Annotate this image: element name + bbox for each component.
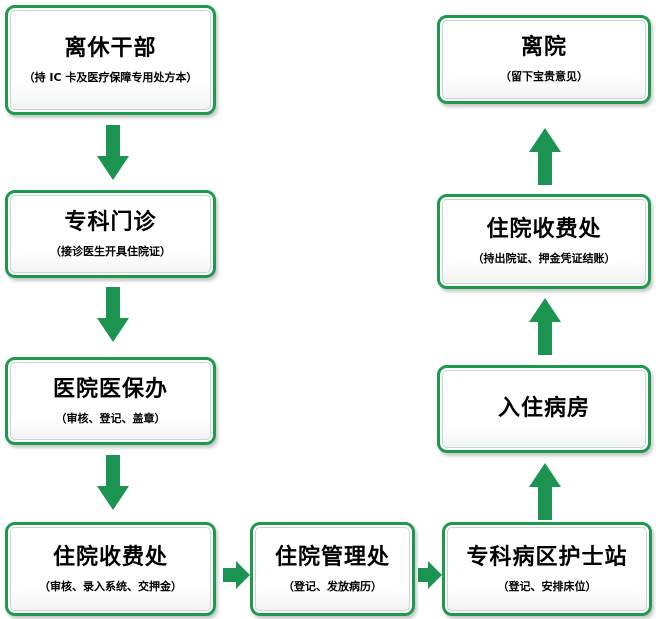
arrow-right-2 — [418, 561, 442, 589]
node-subtitle: （留下宝贵意见） — [500, 70, 588, 83]
node-discharge-cashier: 住院收费处 （持出院证、押金凭证结账） — [437, 194, 651, 289]
node-nurse-station: 专科病区护士站 （登记、安排床位） — [442, 522, 652, 616]
node-subtitle: （持出院证、押金凭证结账） — [472, 252, 616, 265]
arrow-right-1 — [223, 561, 250, 589]
node-subtitle: （登记、安排床位） — [497, 579, 597, 593]
node-inpatient-admin: 住院管理处 （登记、发放病历） — [250, 522, 415, 616]
node-subtitle: （持 IC 卡及医疗保障专用处方本） — [23, 70, 198, 84]
node-title: 住院收费处 — [52, 544, 168, 570]
node-subtitle: （审核、登记、盖章） — [55, 411, 166, 425]
node-specialist-outpatient: 专科门诊 （接诊医生开具住院证） — [5, 190, 216, 278]
arrow-down-1 — [97, 125, 129, 180]
node-retired-cadre: 离休干部 （持 IC 卡及医疗保障专用处方本） — [5, 5, 216, 115]
node-title: 入住病房 — [497, 396, 590, 421]
arrow-down-2 — [97, 287, 129, 342]
node-title: 住院管理处 — [274, 544, 390, 570]
arrow-up-3 — [529, 128, 561, 185]
arrow-up-2 — [529, 298, 561, 355]
node-title: 专科门诊 — [64, 209, 157, 235]
node-title: 住院收费处 — [486, 217, 602, 242]
arrow-up-1 — [529, 463, 561, 520]
node-title: 医院医保办 — [52, 376, 168, 402]
node-discharge: 离院 （留下宝贵意见） — [437, 15, 651, 104]
node-subtitle: （接诊医生开具住院证） — [50, 244, 171, 258]
node-title: 离休干部 — [64, 35, 157, 61]
node-title: 离院 — [520, 35, 567, 60]
node-title: 专科病区护士站 — [466, 544, 628, 570]
node-ward: 入住病房 — [437, 365, 651, 453]
node-subtitle: （登记、发放病历） — [283, 579, 382, 593]
node-hospital-insurance-office: 医院医保办 （审核、登记、盖章） — [5, 357, 216, 445]
node-admission-cashier: 住院收费处 （审核、录入系统、交押金） — [5, 522, 216, 616]
arrow-down-3 — [97, 455, 129, 510]
node-subtitle: （审核、录入系统、交押金） — [39, 579, 182, 593]
